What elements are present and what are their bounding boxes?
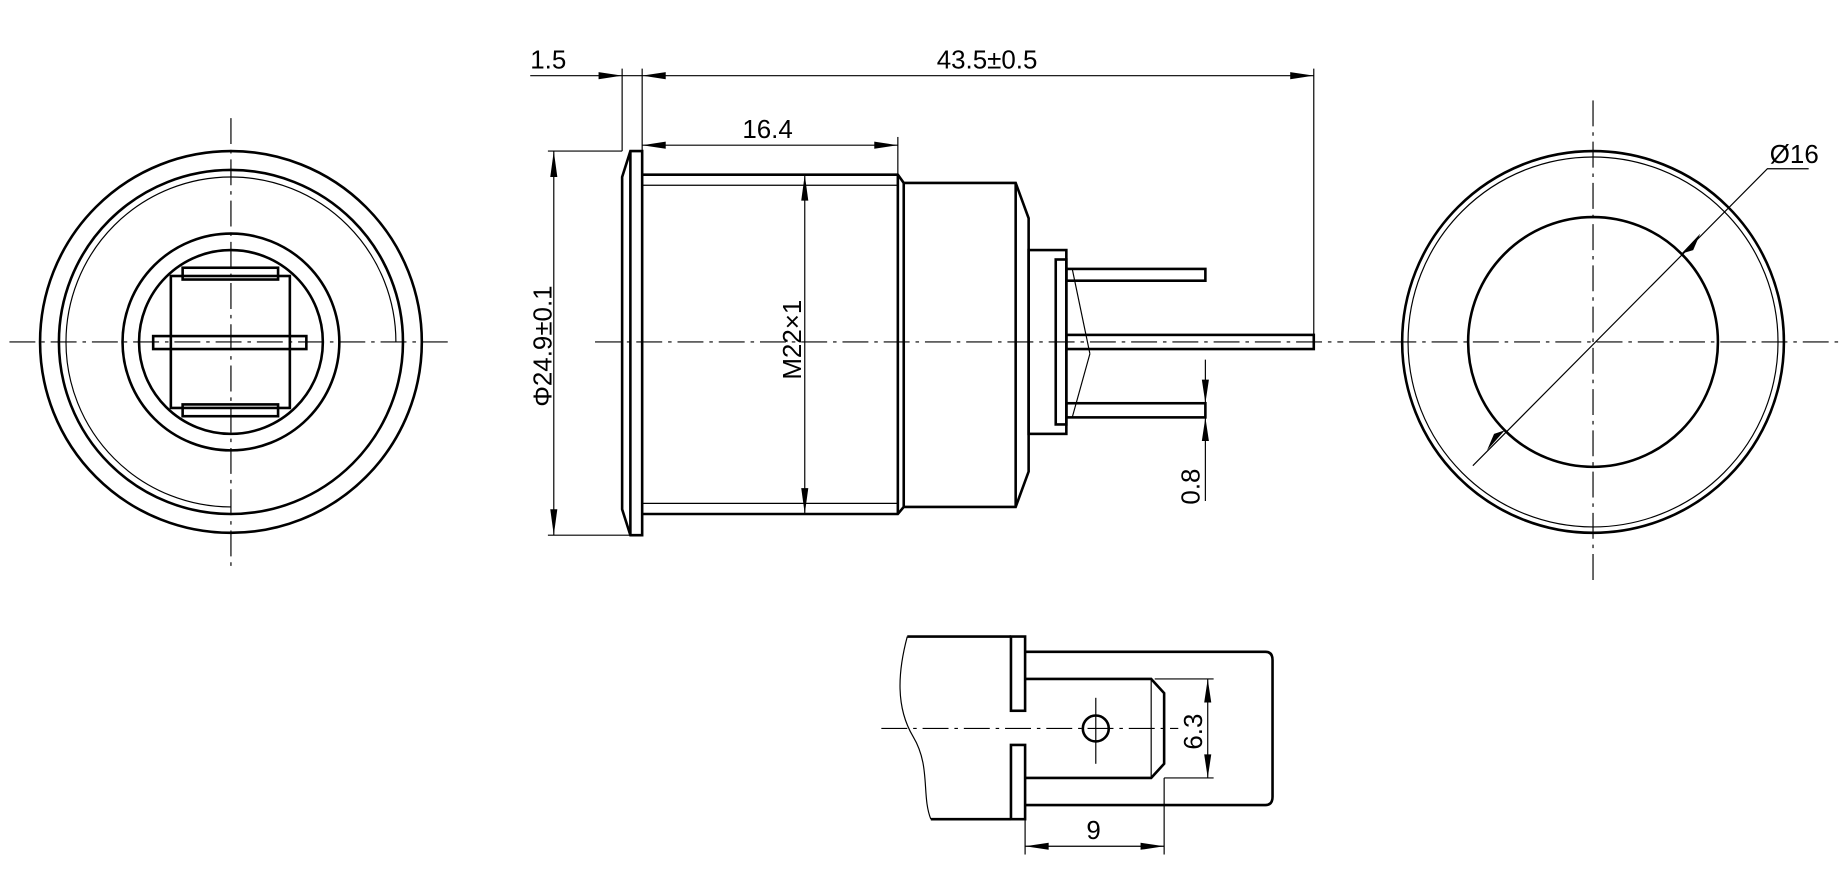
pin-thickness-label: 0.8 <box>1177 469 1205 505</box>
thread-label: M22×1 <box>779 300 807 380</box>
flange-thickness-label: 1.5 <box>530 47 566 75</box>
dimension-pin-thickness: 0.8 <box>1177 359 1209 505</box>
flange-diameter-label: Φ24.9±0.1 <box>529 285 557 406</box>
side-view <box>595 149 1344 537</box>
thread-length-label: 16.4 <box>742 116 792 144</box>
lens-diameter-label: Ø16 <box>1770 141 1819 169</box>
front-view: Ø16 <box>1349 100 1839 586</box>
rear-view <box>9 118 452 569</box>
dimension-thread: M22×1 <box>779 174 809 514</box>
dimension-terminal-width: 6.3 <box>1154 678 1214 779</box>
dimension-overall-length: 1.5 43.5±0.5 <box>530 47 1315 335</box>
dimension-flange-diameter: Φ24.9±0.1 <box>529 150 631 536</box>
terminal-detail-view <box>881 635 1274 821</box>
dimension-terminal-length: 9 <box>1024 777 1165 855</box>
overall-length-label: 43.5±0.5 <box>937 47 1038 75</box>
dimension-thread-length: 16.4 <box>642 116 899 175</box>
terminal-length-label: 9 <box>1086 817 1100 845</box>
terminal-width-label: 6.3 <box>1180 714 1208 750</box>
